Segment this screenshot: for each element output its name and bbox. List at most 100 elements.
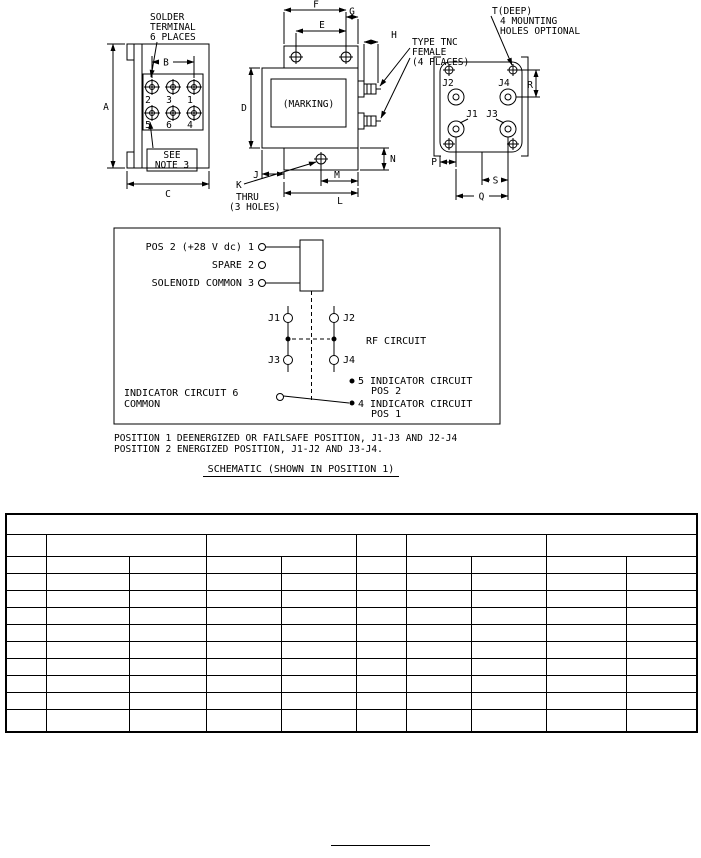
table-cell — [5, 533, 47, 557]
schematic-pin2-label: SPARE 2 — [212, 260, 254, 271]
dim-label-c: C — [165, 189, 171, 200]
table-row — [5, 555, 698, 574]
table-cell — [128, 606, 207, 625]
solder-callout-line1: SOLDER — [150, 12, 185, 23]
table-row — [5, 623, 698, 642]
table-cell — [470, 657, 547, 676]
connector-label-j1: J1 — [466, 109, 478, 120]
table-cell — [625, 691, 698, 710]
table-cell — [280, 572, 357, 591]
dim-label-j: J — [253, 170, 259, 181]
table-cell — [405, 640, 472, 659]
table-cell — [45, 623, 130, 642]
table-cell — [405, 623, 472, 642]
terminal-number: 1 — [187, 95, 193, 106]
terminal-number: 6 — [166, 120, 172, 131]
dim-label-b: B — [163, 58, 169, 69]
dim-label-n: N — [390, 154, 396, 165]
see-note-line2: NOTE 3 — [155, 160, 189, 171]
thru-callout-line2: (3 HOLES) — [229, 202, 280, 213]
table-cell — [280, 623, 357, 642]
table-cell — [405, 572, 472, 591]
dim-label-a: A — [103, 102, 109, 113]
dim-label-k: K — [236, 180, 242, 191]
table-cell — [355, 589, 407, 608]
marking-text: (MARKING) — [283, 99, 334, 110]
table-cell — [545, 623, 627, 642]
table-cell — [45, 708, 130, 733]
indicator-pos1-line2: POS 1 — [371, 409, 401, 420]
schematic-j1-label: J1 — [268, 313, 280, 324]
table-cell — [545, 555, 627, 574]
table-cell — [355, 657, 407, 676]
solder-callout-line3: 6 PLACES — [150, 32, 196, 43]
table-row — [5, 572, 698, 591]
table-cell — [205, 657, 282, 676]
see-note-line1: SEE — [163, 150, 180, 161]
table-cell — [355, 691, 407, 710]
t-callout-line1: T(DEEP) — [492, 6, 532, 17]
table-cell — [45, 555, 130, 574]
table-cell — [128, 572, 207, 591]
position-note-line1: POSITION 1 DEENERGIZED OR FAILSAFE POSIT… — [114, 433, 457, 444]
dim-label-g: G — [349, 7, 355, 18]
table-cell — [625, 640, 698, 659]
position-note-line2: POSITION 2 ENERGIZED POSITION, J1-J2 AND… — [114, 444, 383, 455]
table-cell — [545, 606, 627, 625]
table-cell — [355, 533, 407, 557]
dim-label-d: D — [241, 103, 247, 114]
schematic-j4-label: J4 — [343, 355, 355, 366]
indicator-common-line2: COMMON — [124, 399, 160, 410]
table-cell — [5, 572, 47, 591]
table-cell — [355, 572, 407, 591]
table-cell — [405, 674, 472, 693]
table-cell — [45, 691, 130, 710]
dim-label-s: S — [493, 176, 499, 187]
tnc-callout-line1: TYPE TNC — [412, 37, 458, 48]
dim-label-q: Q — [479, 192, 485, 203]
table-cell — [280, 640, 357, 659]
dim-label-e: E — [319, 20, 325, 31]
table-cell — [280, 674, 357, 693]
terminal-number: 5 — [145, 120, 151, 131]
dim-label-r: R — [527, 80, 533, 91]
table-cell — [205, 555, 282, 574]
table-cell — [205, 674, 282, 693]
connector-label-j3: J3 — [486, 109, 497, 120]
rf-circuit-label: RF CIRCUIT — [366, 336, 426, 347]
terminal-number: 2 — [145, 95, 151, 106]
table-cell — [470, 623, 547, 642]
schematic-diagram — [113, 227, 501, 425]
table-cell — [45, 572, 130, 591]
dim-label-m: M — [334, 170, 340, 181]
table-cell — [5, 708, 47, 733]
table-cell — [405, 555, 472, 574]
table-cell — [545, 657, 627, 676]
table-cell — [280, 708, 357, 733]
rear-view — [433, 15, 540, 200]
table-cell — [205, 708, 282, 733]
table-cell — [5, 589, 47, 608]
table-cell — [545, 640, 627, 659]
table-cell — [5, 640, 47, 659]
table-cell — [405, 657, 472, 676]
table-cell — [470, 606, 547, 625]
table-cell — [128, 674, 207, 693]
table-cell — [405, 708, 472, 733]
dimension-table — [5, 513, 699, 733]
table-cell — [545, 674, 627, 693]
indicator-pos2-line2: POS 2 — [371, 386, 401, 397]
connector-label-j2: J2 — [442, 78, 453, 89]
footer-rule — [331, 845, 430, 846]
table-cell — [545, 691, 627, 710]
table-cell — [545, 589, 627, 608]
side-view — [107, 41, 210, 189]
table-row — [5, 657, 698, 676]
table-cell — [625, 674, 698, 693]
schematic-j3-label: J3 — [268, 355, 280, 366]
table-cell — [470, 640, 547, 659]
drawing-figure: SOLDER TERMINAL 6 PLACES B A C 2 3 1 5 6… — [103, 0, 580, 477]
table-cell — [5, 691, 47, 710]
table-cell — [355, 674, 407, 693]
table-row — [5, 513, 698, 535]
